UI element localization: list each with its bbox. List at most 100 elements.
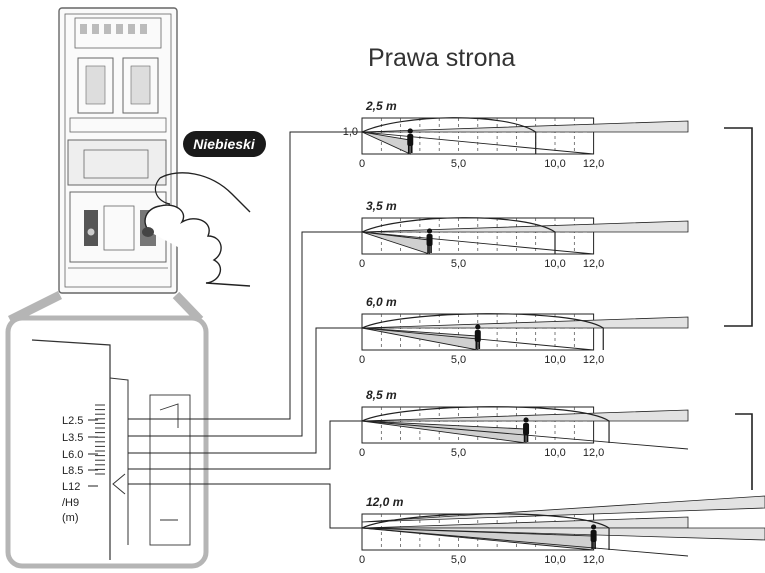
axis-tick-label: 0	[359, 158, 365, 170]
beam-lower-line	[361, 527, 689, 557]
scale-label: L2.5	[62, 415, 83, 427]
beam-extended	[361, 495, 765, 523]
scale-label: L8.5	[62, 465, 83, 477]
height-label: 1,0	[343, 126, 358, 138]
detection-zone-shaded	[361, 327, 479, 351]
selector-detail	[159, 403, 179, 521]
device-terminal	[103, 205, 135, 251]
axis-tick-label: 10,0	[544, 258, 565, 270]
detection-zone-outline	[361, 313, 604, 350]
panel-distance-label: 6,0 m	[366, 295, 397, 309]
device-component	[140, 24, 147, 34]
person-head	[591, 524, 597, 530]
bracket-near	[724, 127, 753, 327]
axis-tick-label: 5,0	[451, 354, 466, 366]
axis-tick-label: 5,0	[451, 258, 466, 270]
hand-illustration	[142, 172, 251, 287]
detection-zone-shaded	[361, 231, 430, 255]
leader-line	[128, 420, 362, 470]
person-head	[426, 228, 433, 234]
range-panel: 6,0 m 0 5,0 10,0 12,0	[359, 295, 689, 366]
axis-tick-label: 0	[359, 554, 365, 566]
device-switch-knob	[87, 228, 95, 236]
page-title: Prawa strona	[368, 44, 516, 72]
leader-line	[128, 131, 362, 420]
group-brackets	[724, 127, 753, 490]
device-right-clip	[122, 57, 159, 114]
axis-tick-label: 5,0	[451, 158, 466, 170]
device-component	[92, 24, 99, 34]
scale-label: L6.0	[62, 449, 83, 461]
hand-thumb-tip	[155, 177, 171, 205]
device-lens	[83, 149, 149, 179]
axis-tick-label: 12,0	[583, 158, 604, 170]
device-inner-frame	[64, 13, 172, 288]
axis-tick-label: 10,0	[544, 354, 565, 366]
detection-zone-outline	[361, 117, 537, 154]
panel-distance-label: 3,5 m	[366, 199, 397, 213]
axis-tick-label: 12,0	[583, 258, 604, 270]
detection-zone-shaded	[361, 131, 411, 155]
person-body	[407, 134, 414, 146]
detection-zone-shaded	[361, 527, 595, 551]
person-body	[590, 530, 597, 542]
color-badge-background	[183, 131, 266, 157]
axis-tick-label: 10,0	[544, 158, 565, 170]
scale-label: L12	[62, 481, 80, 493]
beam-upper	[361, 316, 689, 329]
axis-tick-label: 0	[359, 447, 365, 459]
leader-lines	[128, 131, 362, 529]
detection-zone-outline	[361, 217, 556, 254]
selector-bracket	[149, 394, 191, 546]
detection-zone-outline	[361, 513, 610, 550]
range-panel: 12,0 m 0 5,0 10,0 12,0	[359, 495, 765, 566]
leader-line	[128, 483, 362, 529]
device-component	[80, 24, 87, 34]
axis-tick-label: 5,0	[451, 447, 466, 459]
panel-distance-label: 8,5 m	[366, 388, 397, 402]
person-head	[475, 324, 481, 330]
axis-tick-label: 0	[359, 258, 365, 270]
device-top-board	[74, 17, 162, 49]
range-panel: 3,5 m 0 5,0 10,0 12,0	[359, 199, 689, 270]
beam-lower-line	[361, 131, 594, 155]
axis-tick-label: 12,0	[583, 447, 604, 459]
selector-housing	[31, 339, 111, 560]
axis-tick-label: 12,0	[583, 354, 604, 366]
zoom-connector	[7, 290, 204, 325]
axis-tick-label: 12,0	[583, 554, 604, 566]
zoom-frame	[5, 315, 209, 569]
beam-lower-line	[361, 231, 594, 255]
axis-tick-label: 0	[359, 354, 365, 366]
sensor-device-illustration	[58, 7, 178, 294]
scale-label: L3.5	[62, 432, 83, 444]
range-panel: 8,5 m 0 5,0 10,0 12,0	[359, 388, 689, 459]
axis-tick-label: 5,0	[451, 554, 466, 566]
leader-line	[128, 231, 362, 437]
axis-tick-label: 10,0	[544, 554, 565, 566]
color-badge: Niebieski	[183, 131, 266, 157]
device-left-clip-inner	[85, 65, 106, 105]
person-body	[474, 330, 481, 342]
bracket-far	[735, 413, 753, 470]
beam-upper	[361, 220, 689, 233]
device-right-clip-inner	[130, 65, 151, 105]
device-component	[128, 24, 135, 34]
color-badge-text: Niebieski	[193, 136, 256, 152]
panel-distance-label: 12,0 m	[366, 495, 404, 509]
detection-zone-outline	[361, 406, 610, 443]
device-separator	[69, 117, 167, 133]
person-body	[523, 423, 530, 435]
hand-thumb-outline	[159, 172, 251, 213]
scale-label: /H9	[62, 497, 79, 509]
person-head	[523, 417, 529, 423]
person-head	[407, 128, 413, 134]
device-switch-left	[84, 210, 98, 246]
selector-pointer	[112, 473, 126, 495]
person-body	[426, 234, 433, 246]
hand-finger-outline	[144, 204, 251, 287]
axis-tick-label: 10,0	[544, 447, 565, 459]
